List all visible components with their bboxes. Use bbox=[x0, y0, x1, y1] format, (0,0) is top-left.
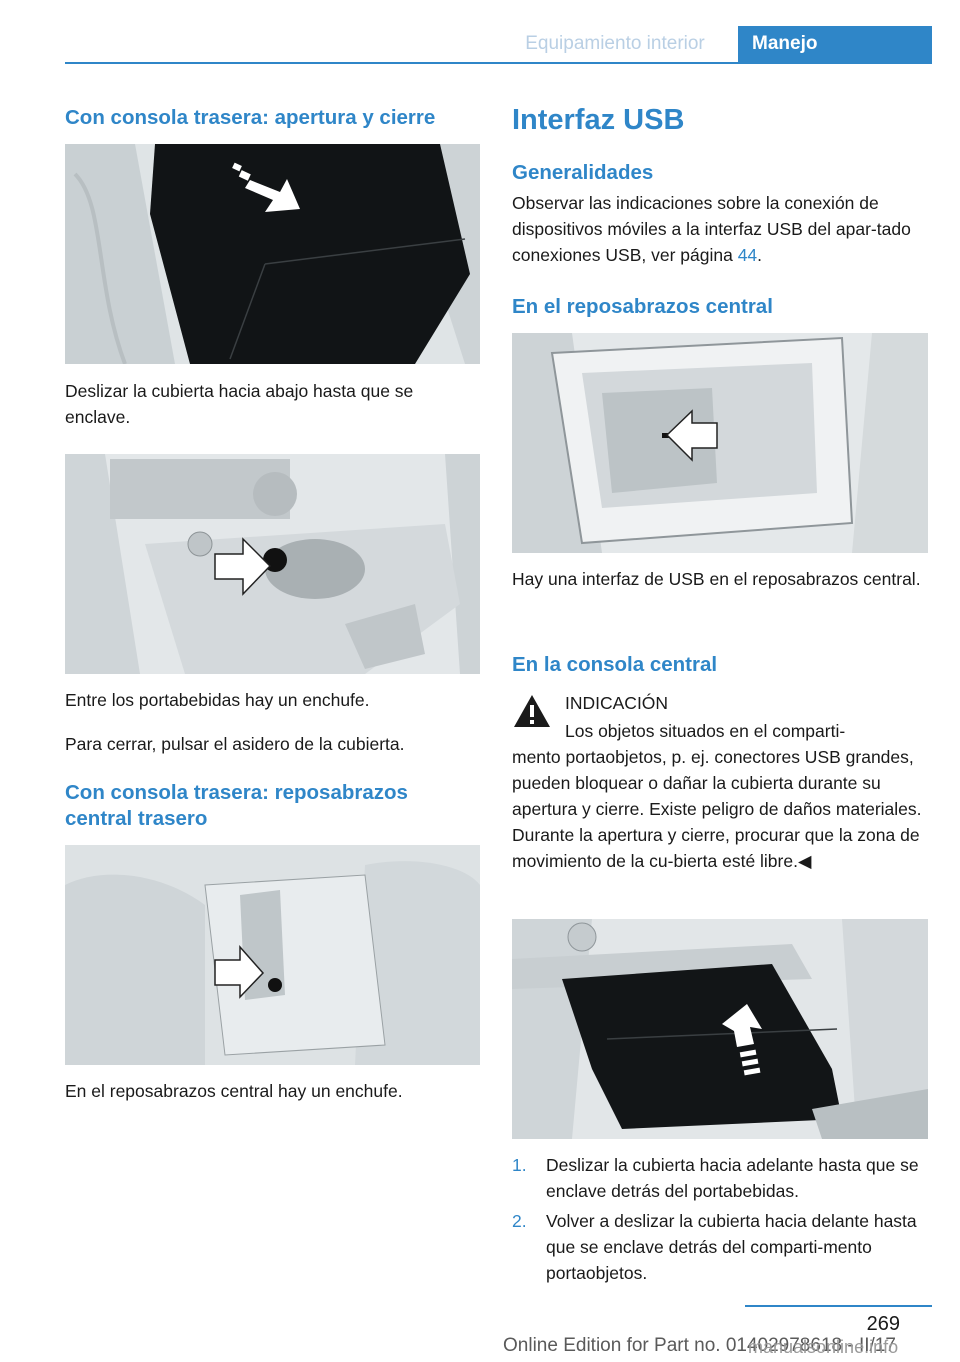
figure-rear-console-socket bbox=[65, 454, 480, 674]
header-rule bbox=[65, 62, 932, 64]
paragraph-armrest-usb: Hay una interfaz de USB en el reposabraz… bbox=[512, 569, 921, 589]
step-text: Volver a deslizar la cubierta hacia dela… bbox=[546, 1211, 917, 1283]
warning-triangle-icon bbox=[512, 693, 552, 729]
header-section: Equipamiento interior bbox=[525, 33, 705, 54]
paragraph-armrest-socket: En el reposabrazos central hay un enchuf… bbox=[65, 1081, 403, 1101]
step-item: 2. Volver a deslizar la cubierta hacia de… bbox=[512, 1208, 930, 1286]
step-number: 2. bbox=[512, 1211, 527, 1231]
figure-center-console-cover bbox=[512, 919, 928, 1139]
warning-text: mento portaobjetos, p. ej. conectores US… bbox=[512, 747, 922, 871]
heading-rear-armrest: Con consola trasera: reposabrazos centra… bbox=[65, 780, 480, 832]
paragraph-socket-between-holders: Entre los portabebidas hay un enchufe. bbox=[65, 690, 370, 710]
heading-usb-interface: Interfaz USB bbox=[512, 104, 685, 136]
page-number: 269 bbox=[866, 1313, 900, 1335]
figure-rear-armrest-socket bbox=[65, 845, 480, 1065]
figure-central-armrest-usb bbox=[512, 333, 928, 553]
heading-central-armrest: En el reposabrazos central bbox=[512, 295, 773, 318]
paragraph-close-cover: Para cerrar, pulsar el asidero de la cub… bbox=[65, 734, 405, 754]
page-link-44[interactable]: 44 bbox=[737, 245, 758, 265]
general-text-end: . bbox=[757, 245, 763, 265]
paragraph-slide-cover: Deslizar la cubierta hacia abajo hasta q… bbox=[65, 381, 414, 427]
step-item: 1. Deslizar la cubierta hacia adelante ha… bbox=[512, 1152, 930, 1204]
heading-general: Generalidades bbox=[512, 161, 654, 184]
step-text: Deslizar la cubierta hacia adelante hast… bbox=[546, 1155, 919, 1201]
warning-label: INDICACIÓN bbox=[565, 693, 669, 713]
general-text: Observar las indicaciones sobre la conex… bbox=[512, 193, 911, 265]
footer-edition: Online Edition for Part no. 01402978618 … bbox=[503, 1335, 896, 1356]
paragraph-general: Observar las indicaciones sobre la conex… bbox=[512, 190, 930, 268]
heading-rear-console-open-close: Con consola trasera: apertura y cierre bbox=[65, 106, 436, 129]
heading-center-console: En la consola central bbox=[512, 653, 718, 676]
step-number: 1. bbox=[512, 1155, 527, 1175]
heading-rear-armrest-line1: Con consola trasera: reposabrazos bbox=[65, 781, 408, 804]
heading-rear-armrest-line2: central trasero bbox=[65, 807, 208, 830]
warning-text-first: Los objetos situados en el comparti- bbox=[565, 721, 846, 741]
header-chapter: Manejo bbox=[738, 26, 932, 62]
footer-watermark: manualsonline.info bbox=[748, 1337, 899, 1357]
footer-rule bbox=[745, 1305, 932, 1307]
steps-list: 1. Deslizar la cubierta hacia adelante ha… bbox=[512, 1152, 930, 1290]
figure-rear-console-cover bbox=[65, 144, 480, 364]
